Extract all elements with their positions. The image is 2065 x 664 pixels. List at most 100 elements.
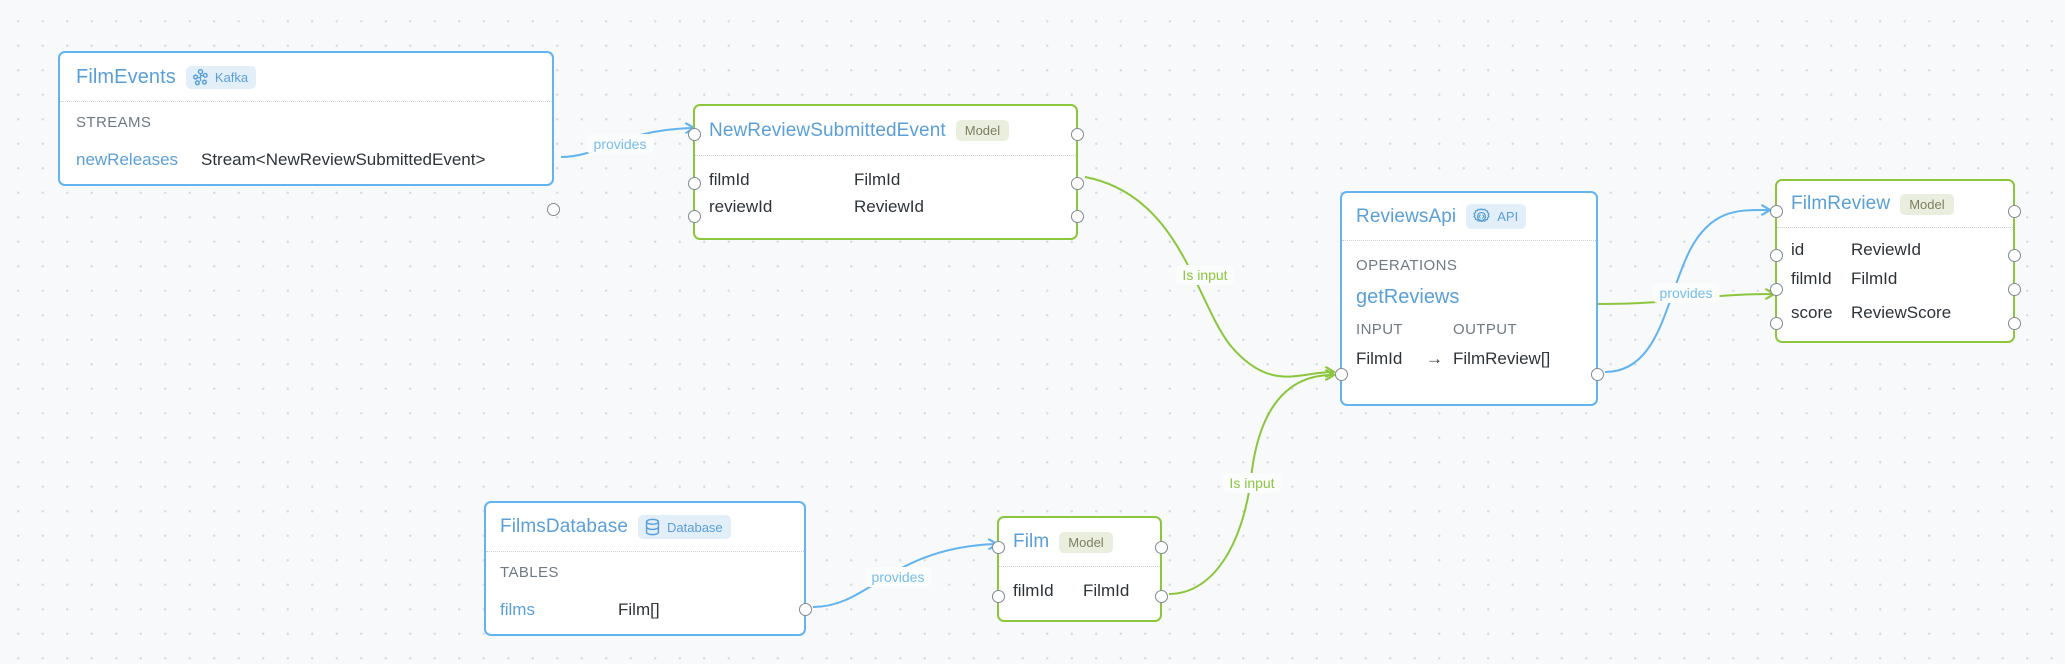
output-label: OUTPUT [1453,320,1518,338]
port-newreview-reviewid-out[interactable] [1070,210,1084,223]
node-filmsdatabase[interactable]: FilmsDatabase Database TABLES films Film… [484,501,812,636]
section-label-streams: STREAMS [76,113,152,131]
node-filmevents-divider [60,101,552,102]
node-filmreview-row-id[interactable]: id ReviewId [1777,228,2013,262]
port-newreview-header-in[interactable] [687,128,701,141]
node-filmevents-row-newreleases[interactable]: newReleases Stream<NewReviewSubmittedEve… [60,142,552,178]
node-filmreview-divider [1777,227,2013,228]
node-filmreview-row-score[interactable]: score ReviewScore [1777,296,2013,330]
row-value: Film[] [618,600,660,619]
port-filmreview-score-in[interactable] [1769,317,1783,330]
node-filmevents[interactable]: FilmEvents Kafka STREAMS [58,51,560,216]
node-film-header[interactable]: Film Model [999,518,1160,566]
section-label-tables: TABLES [500,563,559,581]
port-filmreview-score-out[interactable] [2007,317,2021,330]
model-badge-label: Model [1909,196,1945,212]
port-filmreview-id-out[interactable] [2007,249,2021,262]
node-reviewsapi-operation-getreviews[interactable]: getReviews [1342,279,1596,315]
kafka-icon [192,68,209,86]
model-badge-label: Model [964,123,1001,138]
port-film-filmid-in[interactable] [991,590,1005,603]
node-reviewsapi-header[interactable]: ReviewsApi API [1342,193,1596,240]
port-filmevents-newreleases-out[interactable] [546,203,560,216]
node-newreviewsubmittedevent-title: NewReviewSubmittedEvent [709,119,946,141]
section-label-operations: OPERATIONS [1356,256,1458,274]
node-newreviewsubmittedevent[interactable]: NewReviewSubmittedEvent Model filmId Fil… [687,104,1084,240]
row-value: Stream<NewReviewSubmittedEvent> [201,150,486,169]
edge-label-provides-1: provides [586,134,654,154]
api-gear-icon [1472,207,1491,226]
port-newreview-header-out[interactable] [1070,128,1084,141]
port-newreview-filmid-out[interactable] [1070,177,1084,190]
kafka-badge: Kafka [185,65,257,89]
row-key: reviewId [709,197,773,216]
node-reviewsapi-io-headers: INPUT OUTPUT [1342,315,1596,343]
port-reviewsapi-input[interactable] [1334,368,1348,381]
output-type: FilmReview[] [1453,349,1551,368]
node-filmsdatabase-divider [486,551,804,552]
port-filmreview-filmid-in[interactable] [1769,283,1783,296]
port-filmreview-id-in[interactable] [1769,249,1783,262]
node-reviewsapi[interactable]: ReviewsApi API OPERATIONS getReviews INP… [1334,191,1604,406]
edge-label-provides-2: provides [1652,283,1720,303]
port-reviewsapi-output[interactable] [1590,368,1604,381]
node-filmreview-title: FilmReview [1791,193,1891,214]
node-newreviewsubmittedevent-header[interactable]: NewReviewSubmittedEvent Model [695,106,1076,155]
row-key: filmId [709,169,750,189]
port-filmreview-header-in[interactable] [1769,205,1783,218]
port-filmreview-header-out[interactable] [2007,205,2021,218]
port-filmsdatabase-films-out[interactable] [798,603,812,616]
model-badge-film: Model [1059,531,1113,553]
row-value: FilmId [1083,580,1130,600]
row-key: filmId [1013,580,1054,600]
node-filmsdatabase-section: TABLES [486,552,804,592]
node-film-divider [999,566,1160,567]
node-film-title: Film [1013,531,1050,552]
node-filmevents-section: STREAMS [60,102,552,142]
node-newreviewsubmittedevent-divider [695,155,1076,156]
row-key: score [1791,303,1833,322]
row-key: newReleases [76,150,179,169]
operation-name: getReviews [1356,285,1460,308]
input-type: FilmId [1356,349,1403,368]
port-newreview-filmid-in[interactable] [687,177,701,190]
node-reviewsapi-title: ReviewsApi [1356,205,1457,227]
port-film-header-out[interactable] [1154,541,1168,554]
row-key: filmId [1791,269,1832,288]
node-film[interactable]: Film Model filmId FilmId [991,516,1168,622]
node-newreviewsubmittedevent-row-reviewid[interactable]: reviewId ReviewId [695,191,1076,223]
node-filmsdatabase-row-films[interactable]: films Film[] [486,592,804,628]
node-film-row-filmid[interactable]: filmId FilmId [999,567,1160,605]
port-newreview-reviewid-in[interactable] [687,210,701,223]
row-value: FilmId [854,169,901,189]
node-filmreview[interactable]: FilmReview Model id ReviewId filmId Film… [1769,179,2021,343]
model-badge-newreview: Model [955,120,1010,141]
node-reviewsapi-io-types[interactable]: FilmId → FilmReview[] [1342,343,1596,375]
api-badge: API [1466,204,1527,229]
api-badge-label: API [1497,209,1519,224]
node-filmevents-title: FilmEvents [76,65,176,88]
node-filmsdatabase-title: FilmsDatabase [500,516,629,537]
database-badge: Database [638,515,731,539]
node-filmevents-header[interactable]: FilmEvents Kafka [60,53,552,101]
node-reviewsapi-section: OPERATIONS [1342,241,1596,279]
port-film-filmid-out[interactable] [1154,590,1168,603]
kafka-badge-label: Kafka [214,69,249,85]
database-icon [644,518,661,536]
row-key: id [1791,239,1805,259]
row-value: FilmId [1851,269,1898,288]
row-key: films [500,600,535,619]
node-filmreview-header[interactable]: FilmReview Model [1777,181,2013,227]
row-value: ReviewScore [1851,303,1952,322]
model-badge-label: Model [1068,534,1104,550]
io-arrow-icon: → [1426,349,1443,368]
port-filmreview-filmid-out[interactable] [2007,283,2021,296]
port-film-header-in[interactable] [991,541,1005,554]
node-filmreview-row-filmid[interactable]: filmId FilmId [1777,262,2013,296]
node-reviewsapi-divider [1342,240,1596,241]
node-filmsdatabase-header[interactable]: FilmsDatabase Database [486,503,804,551]
node-newreviewsubmittedevent-row-filmid[interactable]: filmId FilmId [695,156,1076,191]
row-value: ReviewId [1851,239,1921,259]
input-label: INPUT [1356,320,1403,338]
